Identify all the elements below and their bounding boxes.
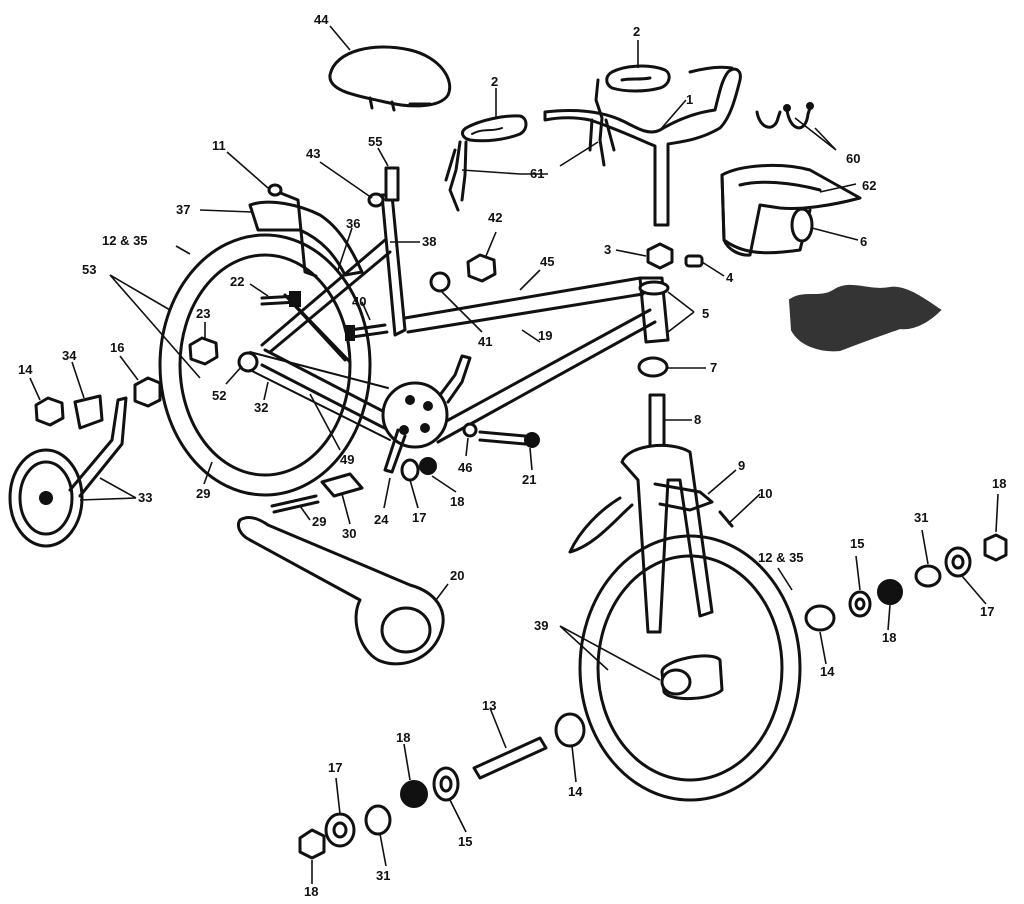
callout-2-left-grip: 2 (491, 74, 498, 89)
front-wheel (578, 534, 802, 802)
callout-40: 40 (352, 294, 366, 309)
hardware (34, 242, 704, 514)
number-plate (720, 163, 862, 257)
callout-36: 36 (346, 216, 360, 231)
callout-14-axle: 14 (568, 784, 583, 799)
training-wheel (8, 396, 128, 548)
chain-guard (236, 516, 445, 666)
callout-6: 6 (860, 234, 867, 249)
callout-12-35-front: 12 & 35 (758, 550, 804, 565)
seat (328, 45, 452, 112)
callout-55: 55 (368, 134, 382, 149)
callout-33: 33 (138, 490, 152, 505)
callout-31-left: 31 (376, 868, 390, 883)
callout-12-35-rear: 12 & 35 (102, 233, 148, 248)
rear-wheel (158, 200, 372, 497)
callout-62: 62 (862, 178, 876, 193)
callout-21: 21 (522, 472, 536, 487)
callout-17-right: 17 (980, 604, 994, 619)
callout-16: 16 (110, 340, 124, 355)
callout-22: 22 (230, 274, 244, 289)
callout-39: 39 (534, 618, 548, 633)
callout-61: 61 (530, 166, 544, 181)
callout-13: 13 (482, 698, 496, 713)
chain (249, 351, 391, 441)
callout-32: 32 (254, 400, 268, 415)
callout-53: 53 (82, 262, 96, 277)
callout-31-right: 31 (914, 510, 928, 525)
callout-18-right: 18 (882, 630, 896, 645)
callout-29-axle: 29 (312, 514, 326, 529)
callout-10: 10 (758, 486, 772, 501)
callout-9: 9 (738, 458, 745, 473)
callout-45: 45 (540, 254, 554, 269)
callout-19: 19 (538, 328, 552, 343)
right-axle-stack (804, 533, 1008, 632)
callout-37: 37 (176, 202, 190, 217)
callout-18-crank: 18 (450, 494, 464, 509)
frame (260, 193, 670, 444)
front-fork (568, 393, 734, 634)
callout-11: 11 (212, 138, 226, 153)
callout-7: 7 (710, 360, 717, 375)
callout-8: 8 (694, 412, 701, 427)
callout-1: 1 (686, 92, 693, 107)
callout-43: 43 (306, 146, 320, 161)
callout-23: 23 (196, 306, 210, 321)
callout-60: 60 (846, 151, 860, 166)
handlebar (444, 64, 742, 227)
callout-17-crank: 17 (412, 510, 426, 525)
callout-34: 34 (62, 348, 77, 363)
callout-30: 30 (342, 526, 356, 541)
leader-lines (29, 25, 999, 884)
left-axle-stack (298, 712, 586, 860)
callout-4: 4 (726, 270, 734, 285)
callout-29-rear: 29 (196, 486, 210, 501)
callout-18-right-top: 18 (992, 476, 1006, 491)
callout-46: 46 (458, 460, 472, 475)
seat-post (267, 166, 400, 278)
callout-17-left: 17 (328, 760, 342, 775)
seat-clamps (755, 102, 814, 130)
callout-5: 5 (702, 306, 709, 321)
chainring (381, 354, 472, 474)
callout-18-left-bottom: 18 (304, 884, 318, 899)
callout-18-left-top: 18 (396, 730, 410, 745)
callout-2-right-grip: 2 (633, 24, 640, 39)
callout-24: 24 (374, 512, 389, 527)
callout-14-left: 14 (18, 362, 33, 377)
callout-42: 42 (488, 210, 502, 225)
callouts: 44 2 2 1 61 60 62 6 11 43 55 37 36 12 & … (18, 12, 1006, 899)
callout-15-left: 15 (458, 834, 472, 849)
callout-49: 49 (340, 452, 354, 467)
callout-41: 41 (478, 334, 492, 349)
callout-44: 44 (314, 12, 329, 27)
stain-marks (788, 285, 942, 352)
callout-52: 52 (212, 388, 226, 403)
callout-3: 3 (604, 242, 611, 257)
callout-15-right: 15 (850, 536, 864, 551)
callout-38: 38 (422, 234, 436, 249)
callout-14-right: 14 (820, 664, 835, 679)
callout-20: 20 (450, 568, 464, 583)
